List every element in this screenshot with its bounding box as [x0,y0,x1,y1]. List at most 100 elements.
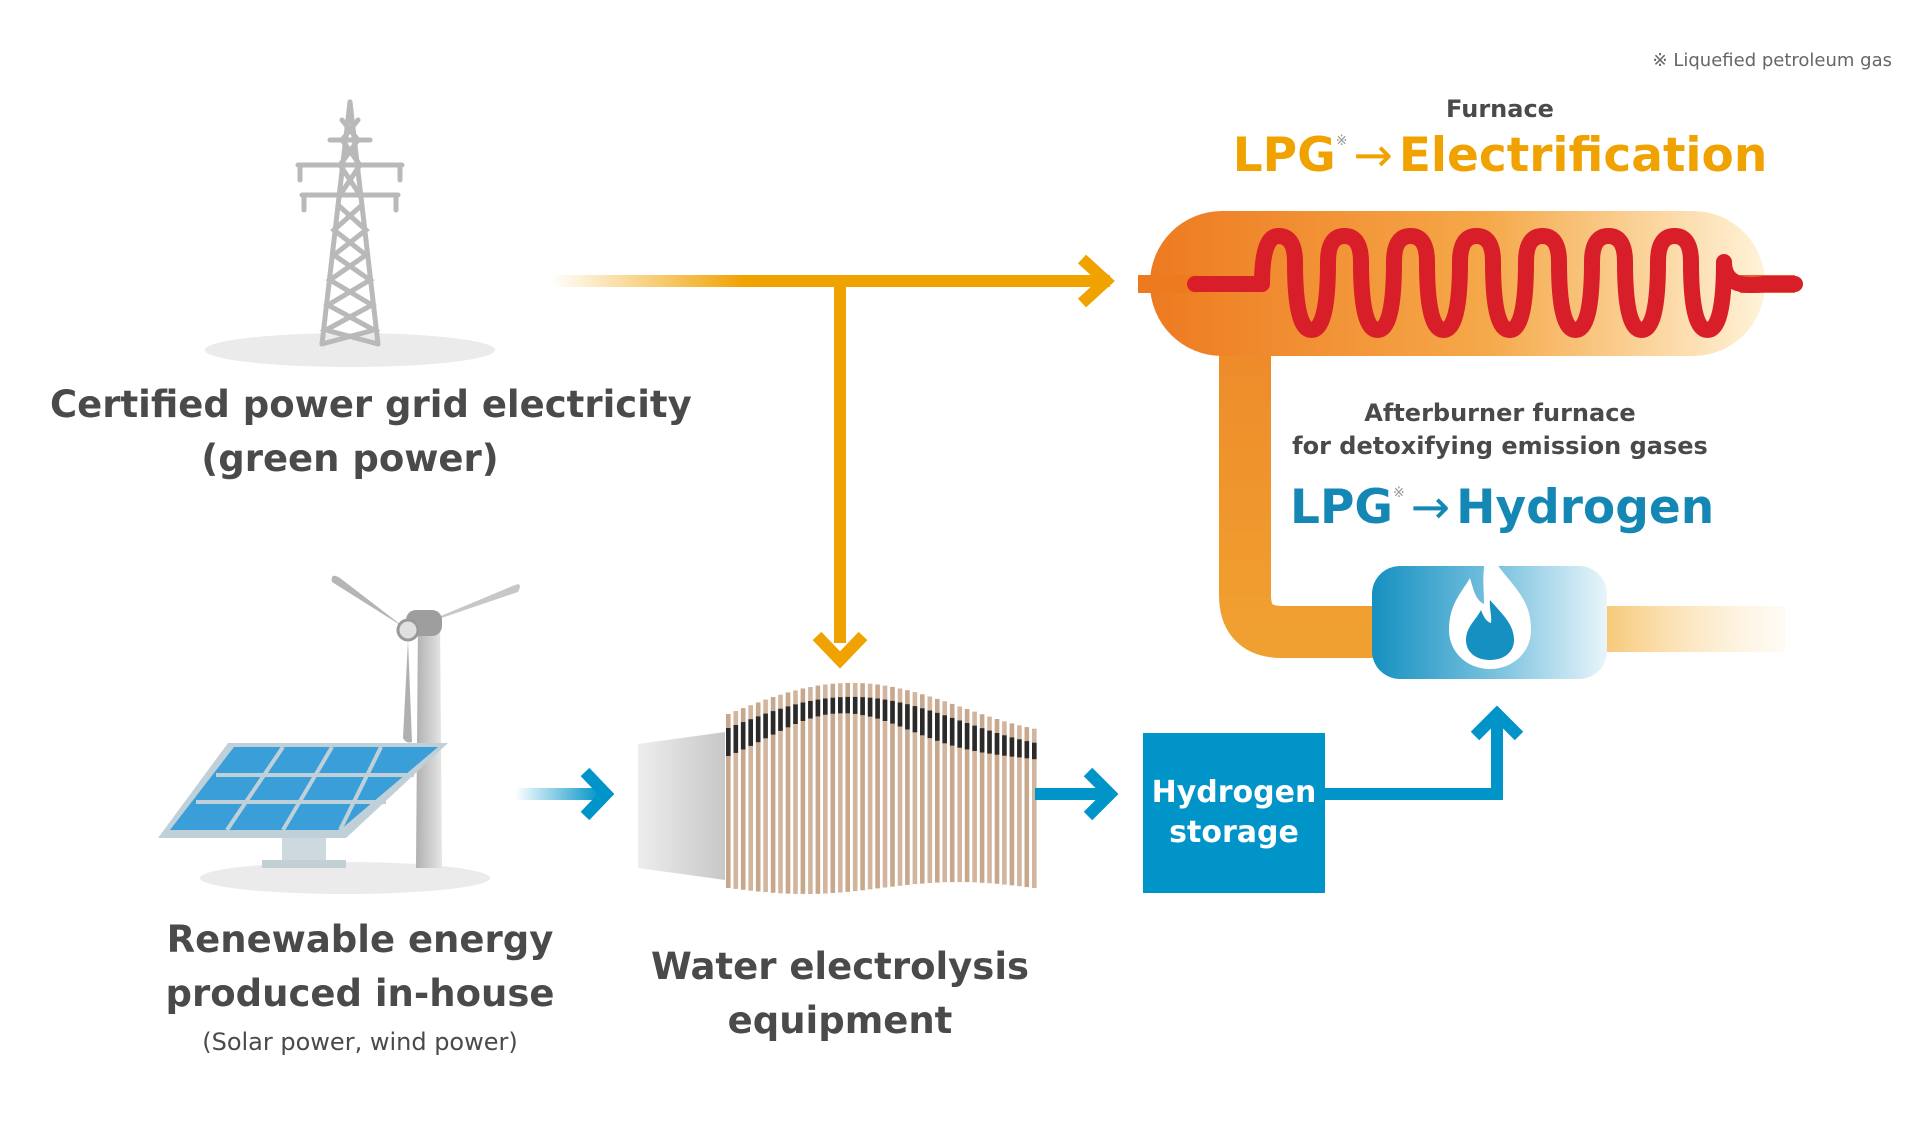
electrolysis-plate [852,682,858,892]
electrolysis-plate [838,683,843,893]
electrolysis-plate [905,690,910,885]
electrolysis-plate-band [927,710,933,739]
electrolysis-plate [793,690,798,894]
electrolysis-plate [845,682,850,892]
electrolysis-plate-band [815,699,821,717]
electrolysis-plate [860,683,865,891]
grid-label-line2: (green power) [201,437,499,480]
electrolysis-plate-band [733,725,739,753]
electrolysis-plate-band [740,722,746,750]
electrolysis-plate-band [935,712,940,741]
electrolysis-plate-band [808,701,813,719]
electrolysis-plate-band [987,730,992,754]
electrolysis-plate-band [838,697,843,714]
furnace-lpg-text: LPG [1232,128,1336,183]
afterburner-label: Afterburner furnace for detoxifying emis… [1280,397,1720,463]
electrolysis-plate-band [830,697,836,714]
afterburner-lpg-text: LPG [1290,480,1393,535]
electrolysis-plate-band [770,711,776,735]
electrolysis-plate-band [860,697,865,716]
electrolysis-plate [830,683,836,893]
electrolysis-plate-band [793,704,798,724]
hydrogen-storage-box: Hydrogen storage [1143,733,1325,893]
electrolysis-plate [927,696,933,883]
electrolysis-plate [815,685,821,894]
heating-coil-icon [1187,228,1803,338]
electrolysis-label: Water electrolysis equipment [590,940,1090,1048]
electrolysis-plate-band [882,699,888,721]
renewable-label-line2: produced in-house [165,972,555,1015]
storage-label-line1: Hydrogen [1151,775,1317,810]
afterburner-line2: for detoxifying emission gases [1292,432,1708,460]
electrolysis-plate [763,699,768,893]
electrolysis-plate [1032,728,1037,888]
electrolysis-plate [1009,723,1015,886]
electrolysis-plate [867,683,873,890]
electrolysis-plate [748,705,753,891]
electrolysis-plate [823,684,828,894]
electrolysis-plate-band [890,700,895,724]
electrolysis-plate-band [800,702,806,721]
electrolysis-plate-band [912,706,918,733]
electrolysis-plate [994,719,1000,884]
electrolysis-plate-band [845,696,850,714]
electrolysis-plate [882,685,888,888]
electrolysis-plate [755,702,761,892]
electrolysis-plate-band [994,733,1000,755]
renewable-sublabel: (Solar power, wind power) [202,1028,518,1056]
electrolysis-plate-band [852,696,858,714]
electrolysis-plate [949,703,955,883]
renewable-energy-label: Renewable energy produced in-house [110,913,610,1021]
electrolysis-plate-band [905,704,910,730]
electrolysis-plate [800,688,806,894]
electrolysis-plate [770,697,776,893]
electrolysis-plate [912,692,918,885]
electrolysis-plate [1024,727,1030,888]
electrolysis-plate-band [778,708,783,731]
electrolysis-plate-band [875,698,880,719]
electrolysis-plate [979,714,985,883]
afterburner-footnote-mark: ※ [1392,485,1405,501]
electrolysis-plate-band [755,716,761,743]
electrolysis-plate-band [763,713,768,739]
power-tower-icon [205,99,495,367]
afterburner-vessel [1372,552,1785,679]
electrolysis-plate-band [949,717,955,746]
furnace-arrow-glyph: → [1353,128,1393,183]
afterburner-line1: Afterburner furnace [1364,399,1636,427]
flame-icon [1449,552,1531,669]
furnace-target-text: Electrification [1398,128,1768,183]
electrolysis-plate-band [823,698,828,715]
electrolysis-plate-band [867,697,873,717]
electrolysis-plate [785,692,791,894]
renewable-flow-arrow [515,767,615,821]
electrolysis-plate [920,694,925,884]
afterburner-target-text: Hydrogen [1456,480,1715,535]
afterburner-conversion-title: LPG※ →Hydrogen [1290,480,1714,535]
electrolysis-plate-band [957,720,962,748]
electrolysis-plate [957,706,962,883]
electrolysis-plate-band [726,728,731,756]
solar-panel-icon [158,743,448,868]
electrolysis-plate-band [748,719,753,746]
electrolysis-plate-band [1017,739,1022,758]
electrolysis-plate [1002,721,1007,885]
electrolysis-plates [726,682,1037,894]
electrolysis-plate-band [1009,737,1015,757]
hydrogen-supply-arrow [1325,705,1524,800]
electrolysis-plate-band [964,723,970,750]
electrolysis-plate-band [1002,735,1007,756]
electrolysis-plate-band [942,715,947,744]
afterburner-arrow-glyph: → [1410,480,1451,535]
electrolysis-plate [935,698,940,883]
renewable-label-line1: Renewable energy [166,918,554,961]
electrolysis-plate [897,688,903,886]
green-power-flow [550,254,1115,669]
electrolysis-label-line1: Water electrolysis [650,945,1030,988]
electrolysis-plate [890,686,895,887]
electrolysis-plate [875,684,880,889]
wind-turbine-icon [200,575,520,894]
electrolysis-plate-band [920,708,925,736]
electrolysis-plate [1017,725,1022,887]
electrolysis-plate-band [897,702,903,727]
